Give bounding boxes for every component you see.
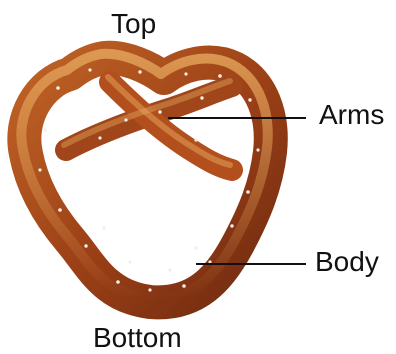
label-bottom: Bottom <box>93 324 182 352</box>
label-arms: Arms <box>319 101 384 129</box>
label-top: Top <box>111 10 156 38</box>
pretzel-arms <box>64 77 232 170</box>
label-body: Body <box>315 248 379 276</box>
